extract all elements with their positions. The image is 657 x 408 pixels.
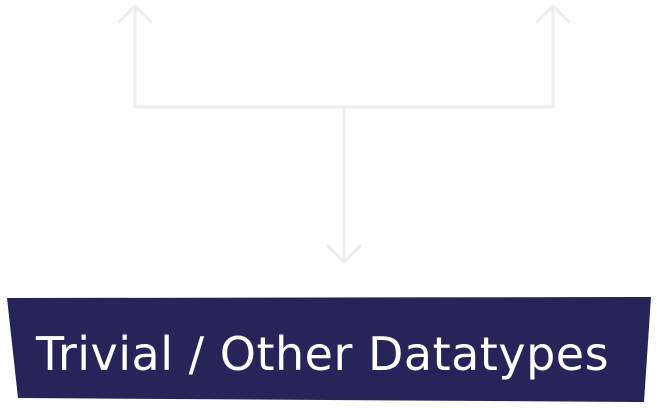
arrow-up-icon [117, 4, 153, 24]
connector-lines [117, 4, 571, 264]
arrow-down-icon [326, 244, 362, 264]
arrow-up-icon [535, 4, 571, 24]
label-banner [7, 297, 651, 402]
